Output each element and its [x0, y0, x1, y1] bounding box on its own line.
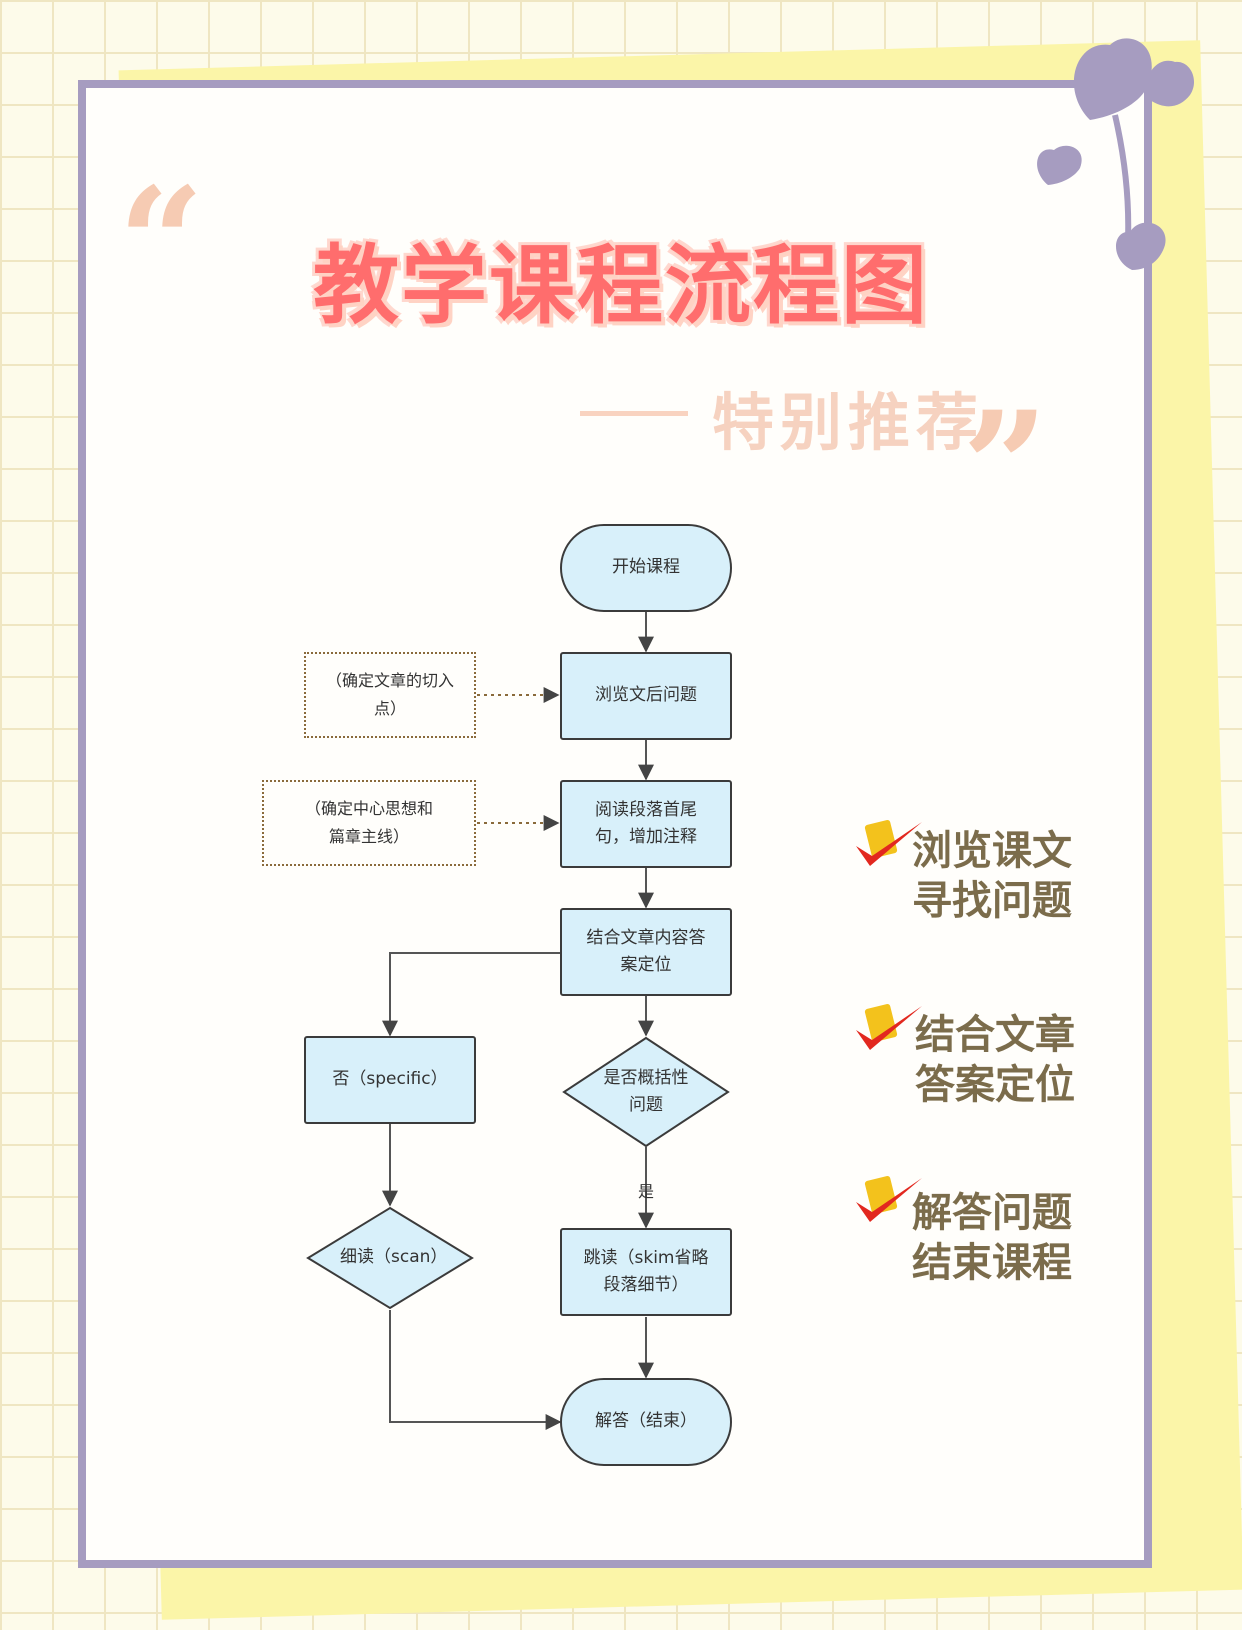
- side-note-1: 浏览课文寻找问题: [912, 828, 1072, 924]
- heart-icon: [1146, 60, 1195, 107]
- open-quote-mark: “: [118, 155, 205, 331]
- node-start: 开始课程: [560, 524, 732, 612]
- edge-locate-nospecific: [382, 952, 560, 1037]
- node-read: 阅读段落首尾句，增加注释: [560, 780, 732, 868]
- heart-icon: [1037, 145, 1082, 185]
- node-decision: 是否概括性问题: [603, 1067, 689, 1115]
- annotation-entry-point: （确定文章的切入点）: [304, 652, 476, 738]
- side-note-2: 结合文章答案定位: [915, 1012, 1075, 1108]
- node-skim: 跳读（skim省略段落细节）: [560, 1228, 732, 1316]
- close-quote-mark: ”: [962, 379, 1049, 555]
- subtitle-dash: [580, 411, 688, 416]
- check-mark-icon: [856, 819, 922, 866]
- edge-scan-end: [389, 1310, 562, 1430]
- heart-decoration: [1037, 38, 1195, 270]
- side-note-3: 解答问题结束课程: [912, 1190, 1072, 1286]
- annotation-main-idea: （确定中心思想和篇章主线）: [262, 780, 476, 866]
- check-mark-icon: [856, 1175, 922, 1222]
- scan-diamond: [306, 1206, 474, 1310]
- edge-label-yes: 是: [638, 1182, 655, 1201]
- heart-icon: [1073, 38, 1152, 120]
- node-scan: 细读（scan）: [340, 1247, 448, 1268]
- page-title: 教学课程流程图: [313, 236, 929, 336]
- node-locate: 结合文章内容答案定位: [560, 908, 732, 996]
- page-subtitle: 特别推荐: [712, 386, 985, 459]
- node-no-specific: 否（specific）: [304, 1036, 476, 1124]
- decision-diamond: [562, 1036, 730, 1148]
- node-end: 解答（结束）: [560, 1378, 732, 1466]
- check-mark-icon: [856, 1003, 922, 1050]
- node-browse: 浏览文后问题: [560, 652, 732, 740]
